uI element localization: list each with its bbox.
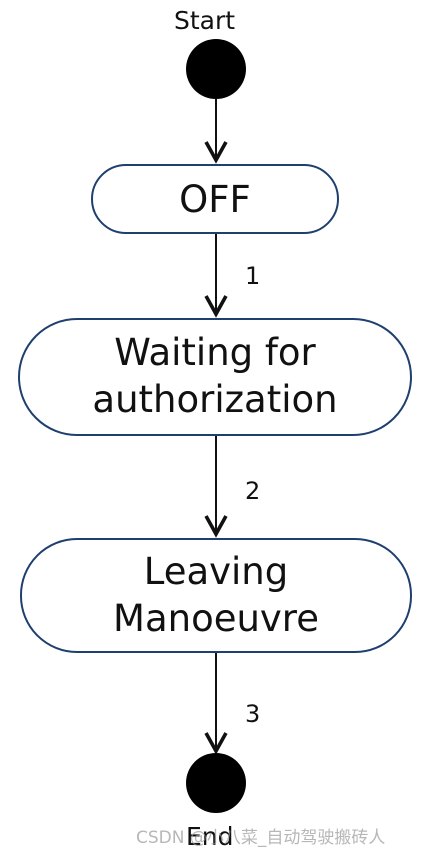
- state-waiting-label-line1: Waiting for: [114, 331, 316, 375]
- start-node: [186, 39, 246, 99]
- state-leaving-label-line2: Manoeuvre: [113, 596, 319, 640]
- state-waiting-label-line2: authorization: [92, 378, 338, 421]
- transition-label-2: 2: [245, 477, 261, 505]
- start-label: Start: [174, 6, 236, 35]
- transition-label-3: 3: [245, 700, 261, 728]
- state-waiting-for-authorization: Waiting for authorization: [18, 318, 412, 436]
- end-node: [186, 753, 246, 813]
- transition-label-1: 1: [245, 262, 261, 290]
- watermark-text: CSDN @小八菜_自动驾驶搬砖人: [136, 828, 386, 848]
- state-leaving-label-line1: Leaving: [143, 549, 289, 593]
- state-leaving-manoeuvre: Leaving Manoeuvre: [20, 538, 412, 653]
- state-off: OFF: [91, 164, 339, 234]
- end-label: End: [186, 822, 234, 851]
- state-off-label: OFF: [179, 177, 251, 221]
